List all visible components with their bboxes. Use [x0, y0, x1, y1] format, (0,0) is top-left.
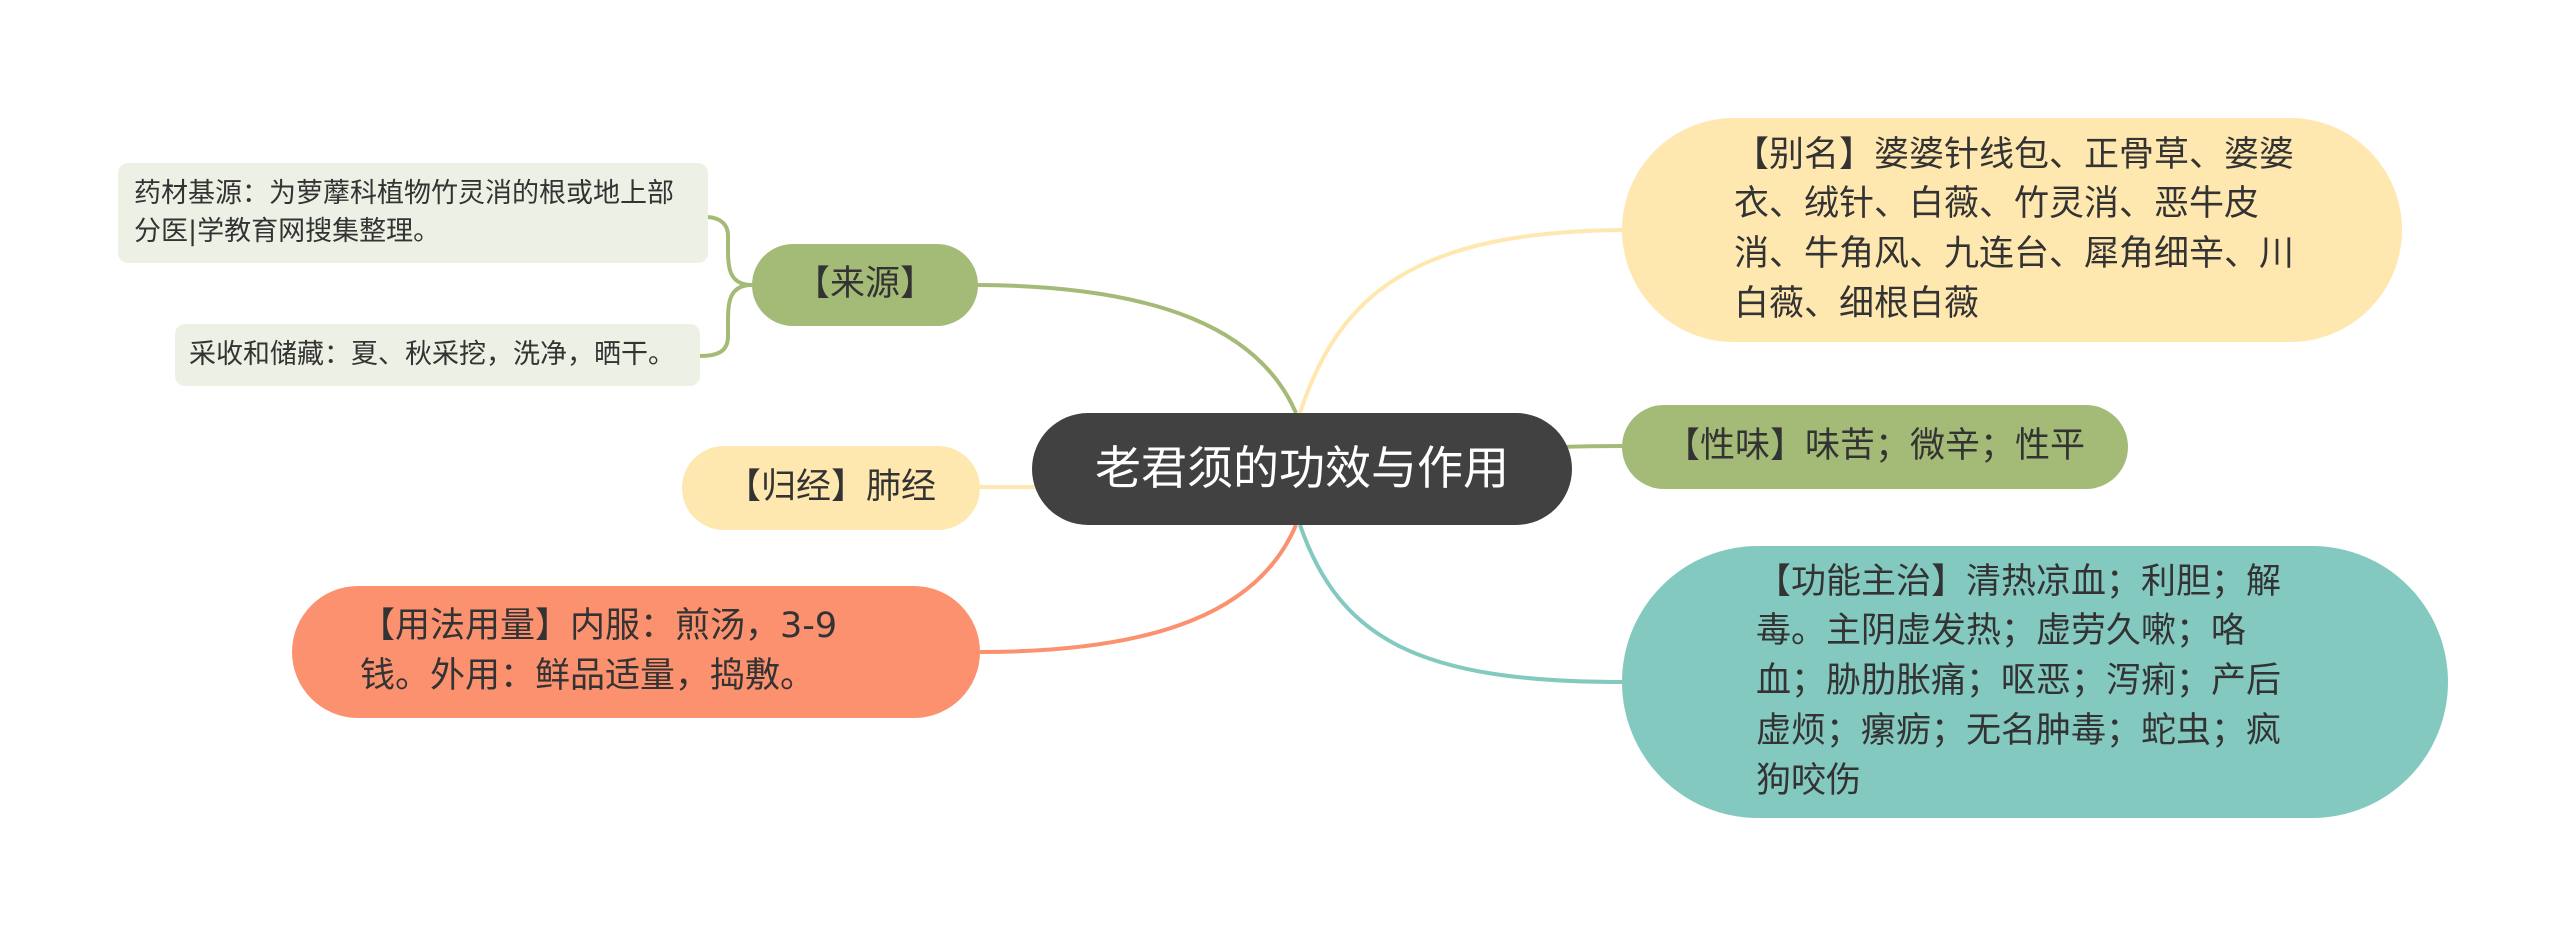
taste-label: 【性味】味苦；微辛；性平: [1664, 426, 2085, 467]
link-source: [977, 283, 1298, 414]
root-node[interactable]: 老君须的功效与作用: [1032, 413, 1572, 525]
root-label: 老君须的功效与作用: [1095, 441, 1509, 496]
link-source-leaf1: [707, 215, 753, 287]
leaf-source-origin[interactable]: 药材基源：为萝藦科植物竹灵消的根或地上部分医|学教育网搜集整理。: [118, 163, 708, 263]
branch-meridian[interactable]: 【归经】肺经: [682, 446, 980, 530]
branch-function[interactable]: 【功能主治】清热凉血；利胆；解毒。主阴虚发热；虚劳久嗽；咯血；胁肋胀痛；呕恶；泻…: [1622, 546, 2448, 818]
branch-alias[interactable]: 【别名】婆婆针线包、正骨草、婆婆衣、绒针、白薇、竹灵消、恶牛皮消、牛角风、九连台…: [1622, 118, 2402, 342]
link-usage: [979, 524, 1298, 654]
usage-label: 【用法用量】内服：煎汤，3-9钱。外用：鲜品适量，捣敷。: [360, 606, 838, 696]
link-taste: [1559, 444, 1623, 449]
leaf-source-origin-label: 药材基源：为萝藦科植物竹灵消的根或地上部分医|学教育网搜集整理。: [134, 177, 674, 247]
link-alias: [1298, 228, 1623, 414]
branch-source[interactable]: 【来源】: [752, 244, 978, 326]
branch-taste[interactable]: 【性味】味苦；微辛；性平: [1622, 405, 2128, 489]
alias-label: 【别名】婆婆针线包、正骨草、婆婆衣、绒针、白薇、竹灵消、恶牛皮消、牛角风、九连台…: [1734, 134, 2295, 324]
link-function: [1298, 524, 1623, 684]
leaf-source-harvest-label: 采收和储藏：夏、秋采挖，洗净，晒干。: [189, 338, 675, 370]
function-label: 【功能主治】清热凉血；利胆；解毒。主阴虚发热；虚劳久嗽；咯血；胁肋胀痛；呕恶；泻…: [1756, 561, 2282, 801]
branch-usage[interactable]: 【用法用量】内服：煎汤，3-9钱。外用：鲜品适量，捣敷。: [292, 586, 980, 718]
link-source-leaf2: [699, 283, 753, 358]
leaf-source-harvest[interactable]: 采收和储藏：夏、秋采挖，洗净，晒干。: [175, 324, 700, 386]
source-label: 【来源】: [794, 264, 935, 305]
meridian-label: 【归经】肺经: [725, 467, 936, 508]
